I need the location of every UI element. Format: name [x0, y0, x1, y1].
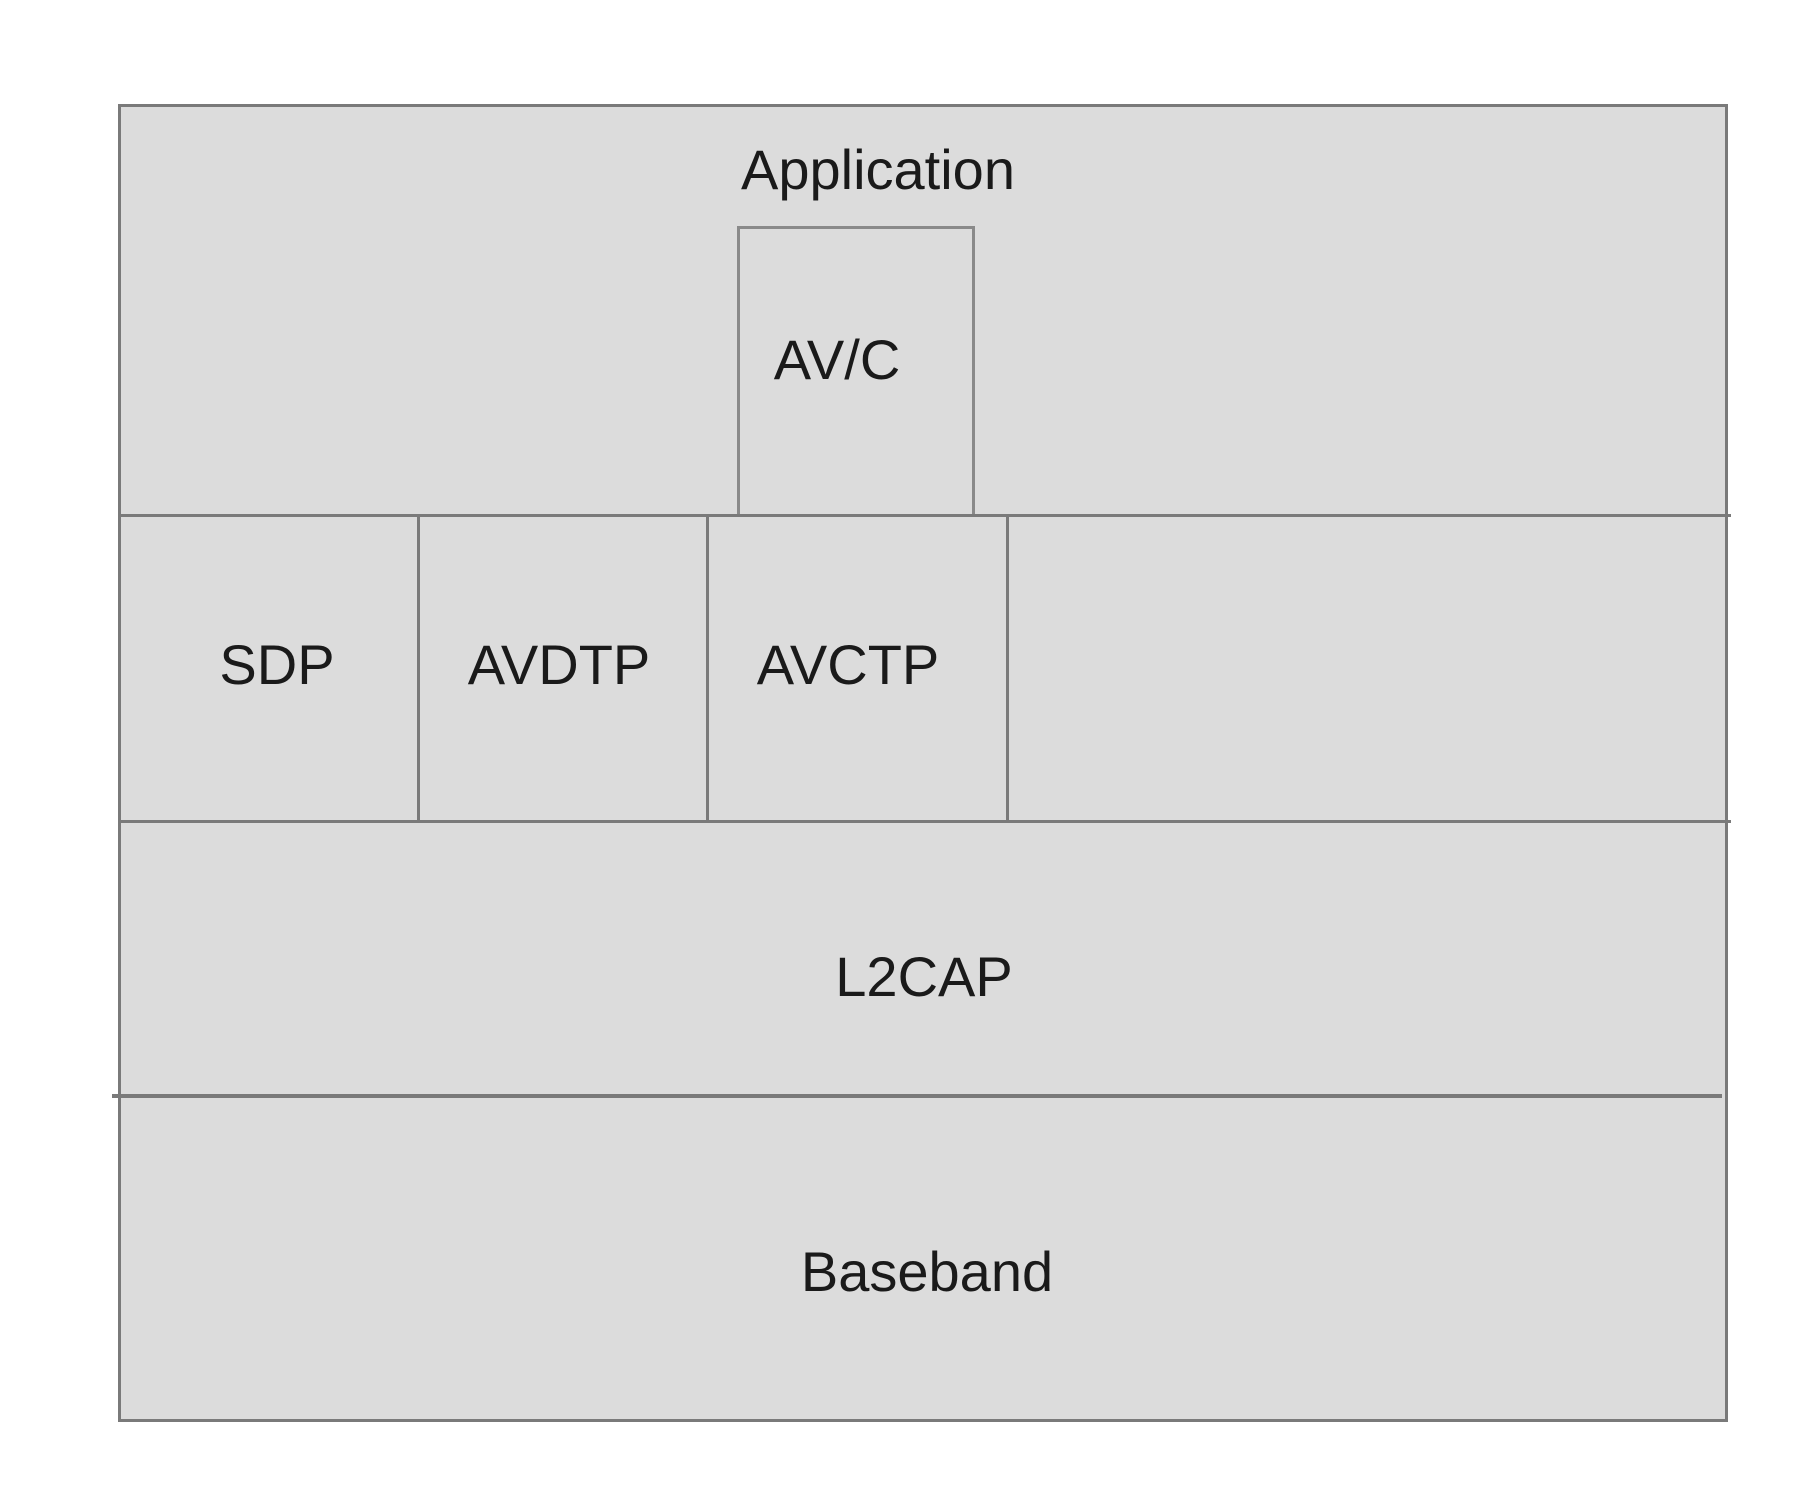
- avdtp-label: AVDTP: [467, 633, 651, 696]
- avdtp-avctp-divider: [706, 517, 709, 820]
- avctp-right-divider: [1006, 517, 1009, 820]
- avc-box: [737, 226, 975, 516]
- application-label: Application: [741, 138, 1015, 201]
- sdp-avdtp-divider: [417, 517, 420, 820]
- avc-label: AV/C: [773, 328, 901, 391]
- baseband-label: Baseband: [800, 1240, 1054, 1303]
- sdp-label: SDP: [219, 633, 335, 696]
- avctp-label: AVCTP: [756, 633, 940, 696]
- l2cap-label: L2CAP: [835, 945, 1013, 1008]
- application-separator: [121, 514, 1731, 517]
- middleware-separator: [121, 820, 1731, 823]
- l2cap-separator: [112, 1094, 1722, 1098]
